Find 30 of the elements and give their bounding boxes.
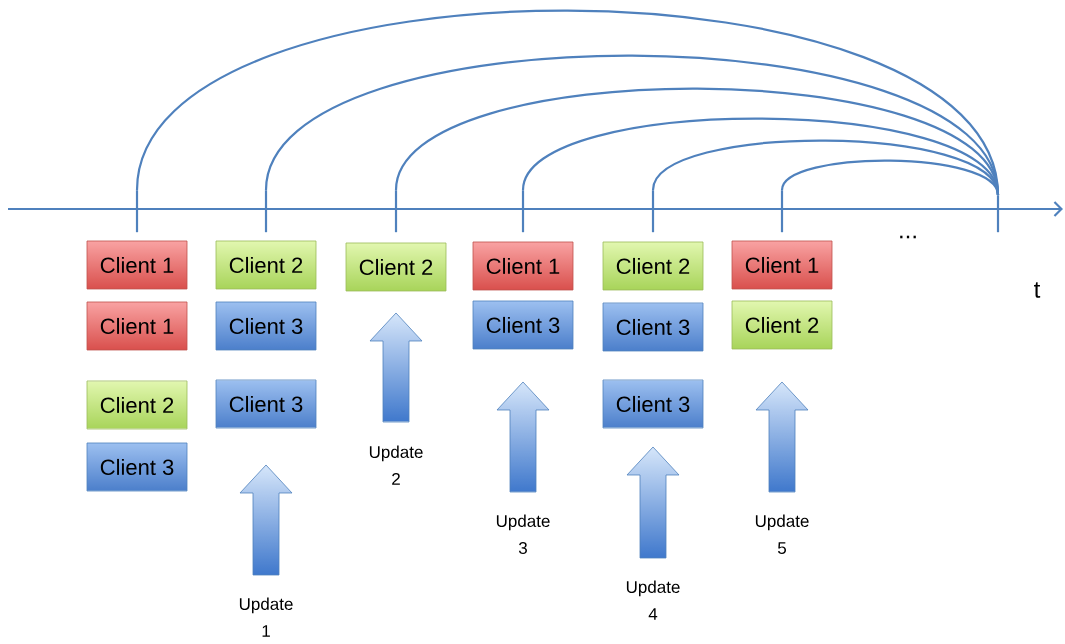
tick-mark [394,190,398,233]
tick-mark [521,190,525,233]
client-box: Client 3 [602,379,704,429]
client-box: Client 1 [731,240,833,290]
tick-mark [264,190,268,233]
tick-mark [780,190,784,233]
client-box: Client 3 [86,442,188,492]
arc [781,159,1000,196]
tick-mark [651,190,655,233]
client-box: Client 1 [86,301,188,351]
update-label: Update 2 [369,445,423,485]
client-box: Client 3 [215,379,317,429]
client-box: Client 2 [602,241,704,291]
update-label: Update 5 [755,514,809,554]
update-label: Update 4 [626,580,680,620]
client-box: Client 2 [731,300,833,350]
tick-mark [996,195,1000,233]
client-box: Client 1 [86,240,188,290]
client-box: Client 3 [472,300,574,350]
tick-mark [135,190,139,233]
client-box: Client 3 [602,302,704,352]
client-box: Client 3 [215,301,317,351]
axis-label: t [1034,282,1041,298]
update-label: Update 3 [496,514,550,554]
client-box: Client 2 [345,242,447,292]
update-label: Update 1 [239,597,293,637]
client-box: Client 2 [86,380,188,430]
client-box: Client 1 [472,241,574,291]
ellipsis: ... [900,235,916,239]
client-box: Client 2 [215,240,317,290]
